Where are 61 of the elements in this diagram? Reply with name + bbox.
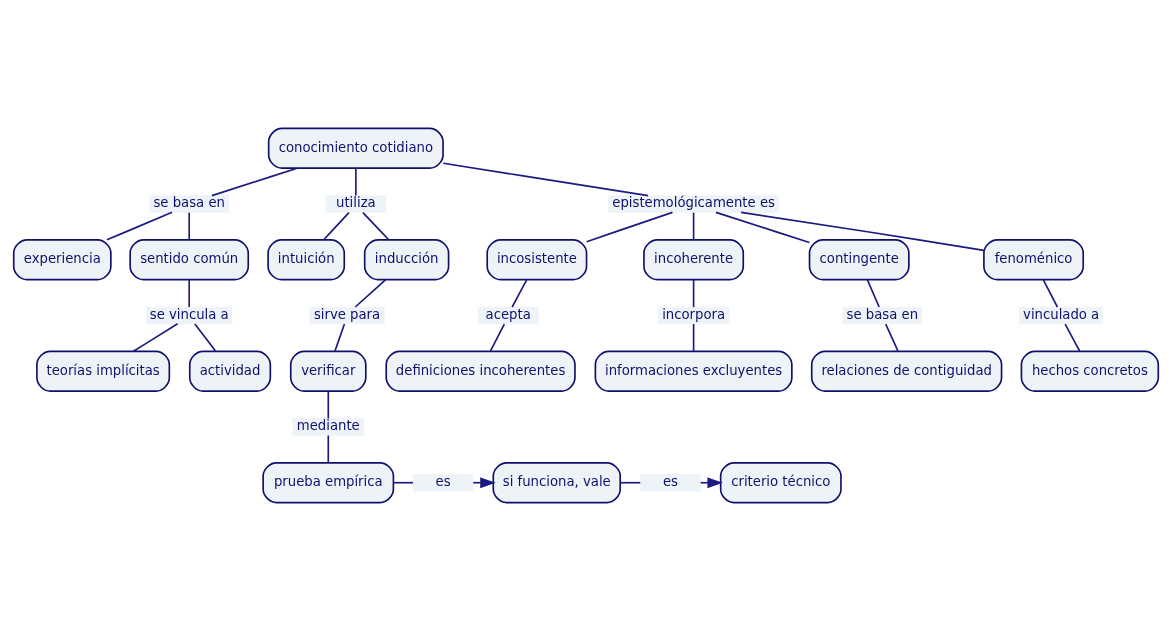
node-box: incoherente bbox=[643, 239, 745, 281]
node-box: hechos concretos bbox=[1020, 350, 1160, 392]
node-box: relaciones de contiguidad bbox=[810, 350, 1003, 392]
node-box: contingente bbox=[808, 239, 910, 281]
node-box: informaciones excluyentes bbox=[594, 350, 793, 392]
node-box: definiciones incoherentes bbox=[385, 350, 576, 392]
node-box: inducción bbox=[363, 239, 450, 281]
connector bbox=[334, 323, 346, 353]
node-box: se basa en bbox=[842, 306, 923, 325]
connector bbox=[619, 481, 642, 484]
connector bbox=[692, 211, 695, 241]
connector bbox=[327, 434, 330, 464]
node-box: si funciona, vale bbox=[492, 462, 622, 504]
node-box: sirve para bbox=[309, 306, 385, 325]
node-box: acepta bbox=[477, 306, 539, 325]
node-box: experiencia bbox=[12, 239, 112, 281]
node-box: mediante bbox=[292, 418, 365, 436]
connector bbox=[585, 211, 674, 243]
node-box: es bbox=[640, 473, 701, 492]
connector bbox=[188, 279, 191, 308]
connector bbox=[884, 323, 899, 353]
connector bbox=[188, 211, 191, 241]
connector bbox=[692, 279, 695, 308]
node-box: incorpora bbox=[657, 306, 730, 325]
connector bbox=[211, 167, 298, 197]
connector bbox=[132, 323, 179, 353]
node-box: sentido común bbox=[129, 239, 250, 281]
connector bbox=[194, 323, 217, 353]
connector bbox=[1064, 323, 1081, 353]
node-box: se vincula a bbox=[146, 306, 233, 325]
connector bbox=[362, 211, 390, 241]
node-box: conocimiento cotidiano bbox=[267, 127, 444, 169]
arrow bbox=[472, 477, 496, 489]
connector bbox=[355, 167, 357, 197]
connector bbox=[327, 390, 330, 420]
node-box: incosistente bbox=[486, 239, 588, 281]
node-box: epistemológicamente es bbox=[608, 195, 780, 213]
node-box: fenoménico bbox=[983, 239, 1085, 281]
node-box: es bbox=[412, 473, 474, 492]
node-box: vinculado a bbox=[1019, 306, 1104, 325]
node-box: criterio técnico bbox=[719, 462, 842, 504]
connector bbox=[489, 323, 506, 353]
connector bbox=[866, 279, 880, 308]
connector bbox=[740, 211, 985, 252]
node-box: se basa en bbox=[149, 195, 229, 213]
connector bbox=[511, 279, 528, 308]
node-box: prueba empírica bbox=[262, 462, 395, 504]
connector bbox=[442, 162, 649, 197]
node-box: actividad bbox=[188, 350, 272, 392]
connector bbox=[354, 279, 387, 308]
node-box: utiliza bbox=[325, 195, 387, 213]
connector bbox=[715, 211, 811, 244]
arrow bbox=[699, 477, 723, 489]
connector bbox=[322, 211, 350, 241]
node-box: intuición bbox=[267, 239, 346, 281]
connector bbox=[1042, 279, 1059, 308]
node-box: verificar bbox=[289, 350, 367, 392]
connector bbox=[106, 211, 173, 241]
connector bbox=[692, 323, 695, 353]
node-box: teorías implícitas bbox=[36, 350, 171, 392]
connector bbox=[392, 481, 414, 484]
